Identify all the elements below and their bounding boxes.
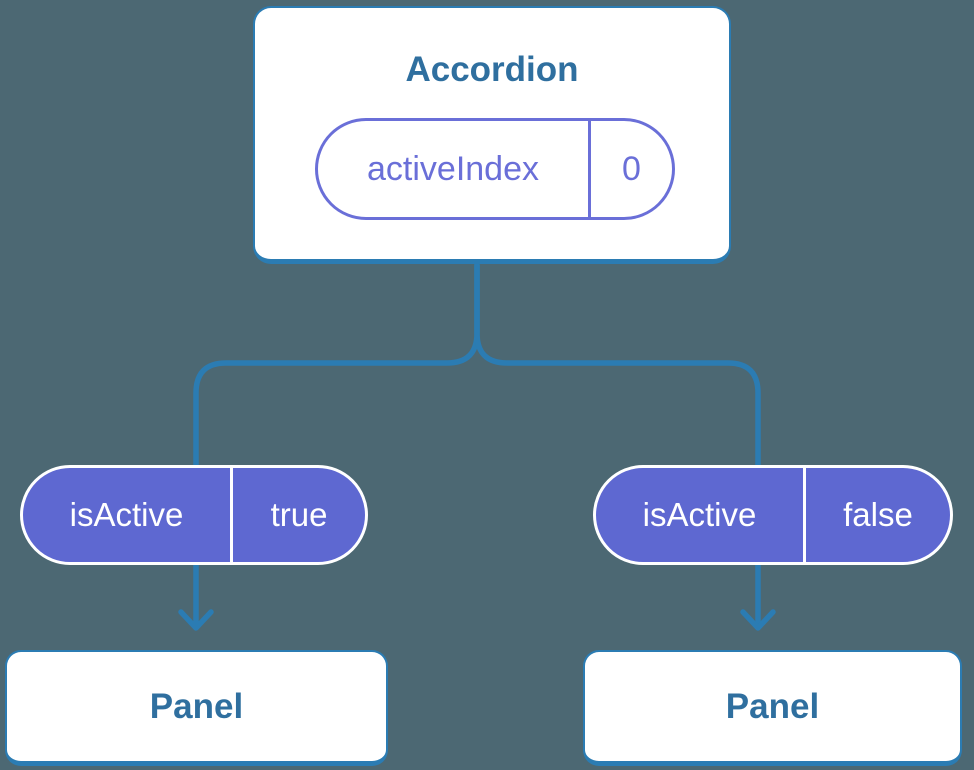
connector-left-branch [193, 262, 480, 629]
state-pill-label: activeIndex [367, 149, 539, 188]
arrowhead-right-icon [740, 609, 776, 631]
pill-divider [230, 468, 233, 562]
panel-card-right: Panel [583, 650, 962, 766]
state-pill-value: 0 [622, 149, 641, 188]
prop-pill-isactive-false: isActive false [593, 465, 953, 565]
prop-pill-value: false [843, 496, 913, 533]
accordion-component-card: Accordion activeIndex 0 [253, 6, 731, 264]
panel-card-left: Panel [5, 650, 388, 766]
prop-pill-label: isActive [642, 496, 757, 533]
arrowhead-left-icon [178, 609, 214, 631]
state-pill-activeindex: activeIndex 0 [315, 118, 675, 220]
accordion-title: Accordion [405, 50, 579, 89]
pill-divider [803, 468, 806, 562]
prop-pill-value: true [270, 496, 328, 533]
pill-divider [588, 121, 591, 217]
prop-pill-isactive-true: isActive true [20, 465, 368, 565]
connector-right-branch [474, 262, 761, 629]
prop-pill-label: isActive [69, 496, 184, 533]
